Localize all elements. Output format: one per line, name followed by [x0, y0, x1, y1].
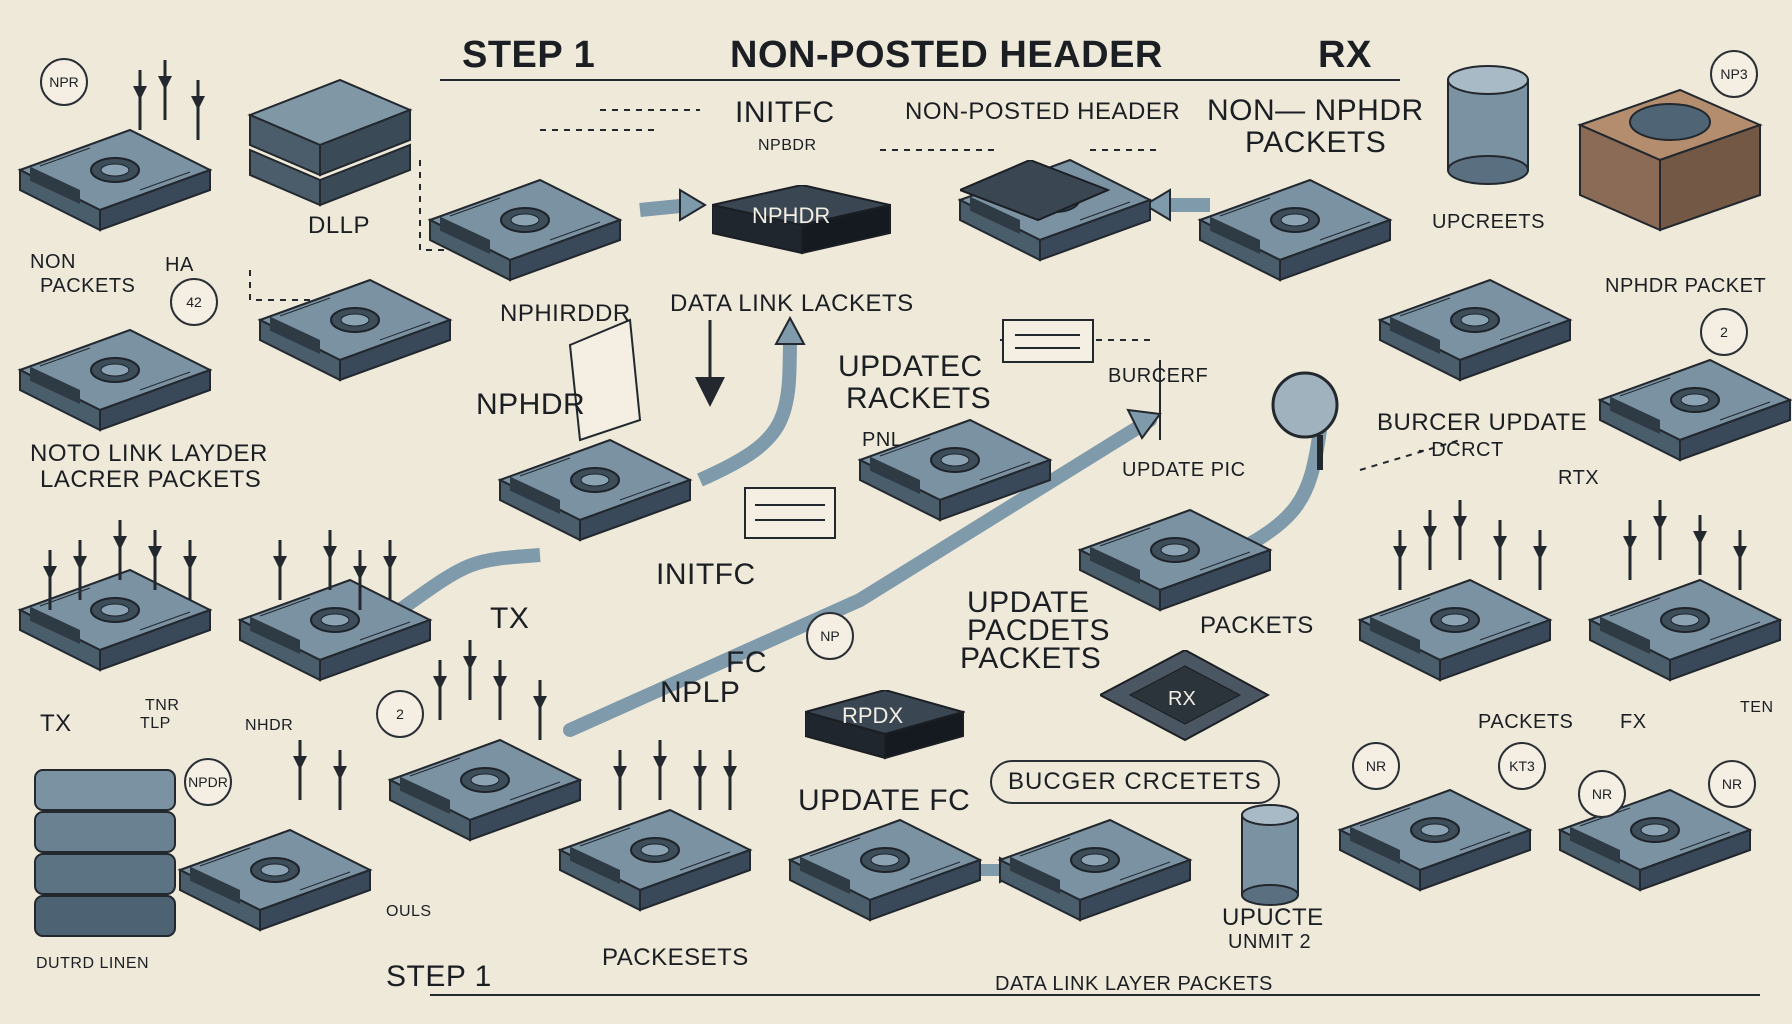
header-step: STEP 1	[462, 34, 596, 76]
label-nhdr: NHDR	[245, 717, 294, 734]
rx-chip	[1100, 650, 1270, 742]
label-non-nphdr: NON— NPHDR	[1207, 94, 1424, 127]
rpdx-box-label: RPDX	[842, 703, 904, 728]
label-nphdr-packet: NPHDR PACKET	[1605, 275, 1767, 297]
label-burcerf: BURCERF	[1108, 365, 1209, 387]
label-packsets: PACKESETS	[602, 944, 749, 971]
flow-arrow-main	[563, 413, 1157, 737]
label-update-pic: UPDATE PIC	[1122, 459, 1246, 481]
bubble-nr-2: NR	[1578, 770, 1626, 818]
label-initfc-top: INITFC	[735, 96, 835, 129]
server-stack-top	[247, 78, 413, 207]
rpdx-box	[805, 690, 965, 760]
bubble-nr-1: NR	[1352, 742, 1400, 790]
database-cylinder-top	[1447, 65, 1529, 185]
label-packets-top: PACKETS	[1245, 126, 1387, 159]
label-npbdr: NPBDR	[758, 137, 817, 154]
flow-arrow-up	[697, 329, 797, 487]
bubble-2-mid: 2	[376, 690, 424, 738]
label-packets-left: PACKETS	[40, 275, 136, 297]
label-nphdr-mid: NPHDR	[476, 388, 586, 421]
label-data-link-layer-packets: DATA LINK LAYER PACKETS	[995, 973, 1273, 995]
label-fc: FC	[726, 646, 767, 679]
label-fx: FX	[1620, 711, 1647, 733]
label-dutrd-linen: DUTRD LINEN	[36, 955, 150, 972]
label-nonposted-header: NON-POSTED HEADER	[905, 98, 1181, 125]
label-non-left: NON	[30, 251, 76, 273]
label-burcer-update: BURCER UPDATE	[1377, 409, 1588, 436]
bubble-nr-3: NR	[1708, 760, 1756, 808]
label-packets-right: PACKETS	[1200, 612, 1314, 639]
ax-box	[960, 160, 1110, 222]
bubble-npr: NPR	[40, 58, 88, 106]
label-dcrct: - DCRCT	[1418, 439, 1504, 461]
label-data-link-lackets: DATA LINK LACKETS	[670, 290, 914, 317]
label-nplp: NPLP	[660, 676, 741, 709]
label-noto-link: NOTO LINK LAYDER	[30, 440, 268, 467]
label-tnr: TNR	[145, 697, 180, 714]
label-update-top: UPDATE	[967, 586, 1090, 619]
bubble-kt3: KT3	[1498, 742, 1546, 790]
label-pnl: PNL	[862, 429, 903, 451]
label-ha: HA	[165, 254, 194, 276]
label-tx-left: TX	[40, 710, 72, 737]
nphdr-box-label: NPHDR	[752, 203, 831, 228]
document-icon	[1002, 319, 1094, 363]
label-tlp: TLP	[140, 715, 171, 732]
label-ten: TEN	[1740, 699, 1774, 716]
header-title: NON-POSTED HEADER	[730, 34, 1163, 76]
database-cylinder-bottom	[1241, 804, 1299, 906]
bubble-42: 42	[170, 278, 218, 326]
label-ouls: OULS	[386, 903, 432, 920]
label-dllp: DLLP	[308, 212, 371, 239]
label-rtx: RTX	[1558, 467, 1600, 489]
label-lacrer-packets: LACRER PACKETS	[40, 466, 262, 493]
label-packets-mid: PACKETS	[960, 642, 1102, 675]
label-pacdets: PACDETS	[967, 614, 1110, 647]
label-nphirddr: NPHIRDDR	[500, 300, 631, 327]
label-step-bottom: STEP 1	[386, 960, 492, 993]
label-unmit2: UNMIT 2	[1228, 931, 1312, 953]
label-updatec: UPDATEC	[838, 350, 983, 383]
rx-chip-label: RX	[1168, 688, 1196, 710]
bubble-npdr: NPDR	[184, 758, 232, 806]
label-upucte: UPUCTE	[1222, 904, 1324, 931]
page-icon	[568, 318, 642, 442]
label-initfc-mid: INITFC	[656, 558, 756, 591]
magnifier-icon	[1271, 371, 1339, 470]
bubble-np3: NP3	[1710, 50, 1758, 98]
label-packets-lr: PACKETS	[1478, 711, 1574, 733]
processor-stack	[1577, 88, 1763, 232]
bubble-np: NP	[806, 612, 854, 660]
label-tx-mid: TX	[490, 602, 530, 635]
label-rackets: RACKETS	[846, 382, 992, 415]
label-update-fc: UPDATE FC	[798, 784, 971, 817]
bucger-crcetets-pill: BUCGER CRCETETS	[990, 760, 1280, 804]
flow-arrow-left	[395, 548, 541, 616]
label-upcreets: UPCREETS	[1432, 211, 1545, 233]
header-rx: RX	[1318, 34, 1372, 76]
nphdr-box	[712, 185, 891, 255]
bubble-2-right: 2	[1700, 308, 1748, 356]
server-stack-bottom	[34, 769, 176, 937]
